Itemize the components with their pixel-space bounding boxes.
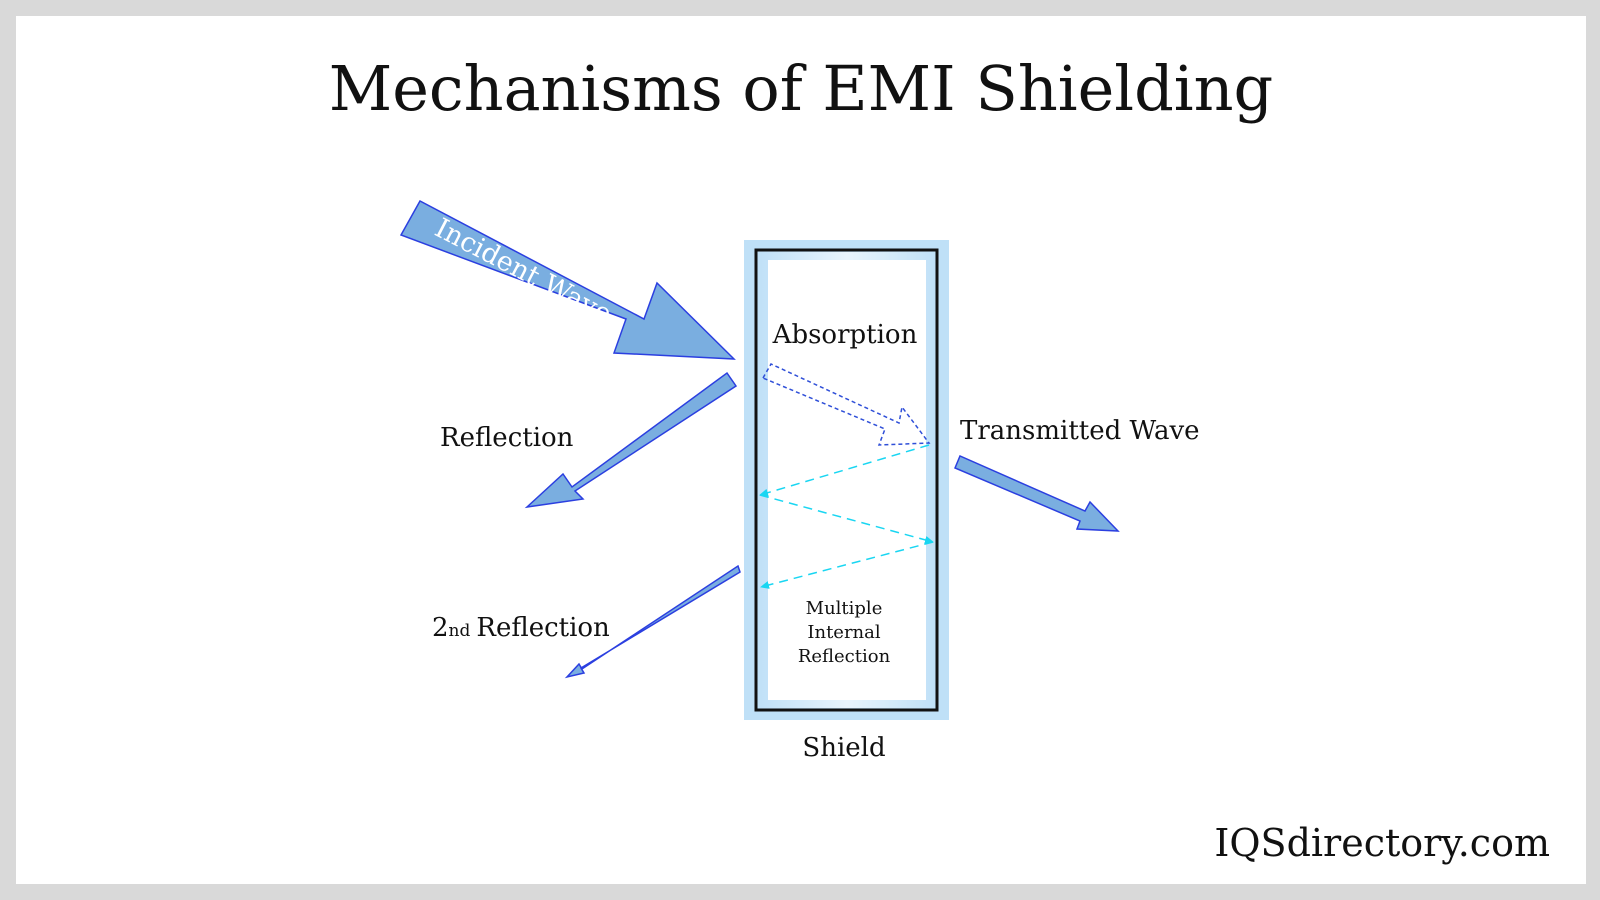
absorption-dashed-arrow [761,363,931,446]
incident-wave-arrow: Incident Wave [399,199,736,360]
absorption-label: Absorption [772,320,918,350]
multiple-internal-reflection-line3: Reflection [798,646,891,667]
second-reflection-arrow [564,564,741,679]
transmitted-wave-label: Transmitted Wave [960,416,1200,446]
incident-arrow-shape [399,199,736,360]
incident-wave-label: Incident Wave [430,213,617,330]
diagram-title: Mechanisms of EMI Shielding [329,52,1274,125]
shield-label: Shield [802,733,885,763]
multiple-internal-reflection-line2: Internal [807,622,881,643]
reflection-label: Reflection [440,423,574,453]
diagram-frame: Mechanisms of EMI Shielding Incident Wav… [16,16,1586,884]
shield [744,240,949,720]
second-reflection-ordinal: 2 [432,613,449,643]
transmitted-wave-arrow [954,455,1120,532]
emi-shielding-diagram: Mechanisms of EMI Shielding Incident Wav… [329,52,1550,865]
reflection-arrow [524,371,738,509]
second-reflection-suffix: nd [449,621,471,641]
shield-core [768,260,926,700]
multiple-internal-reflection-line1: Multiple [806,598,883,619]
watermark: IQSdirectory.com [1214,821,1550,865]
second-reflection-text: Reflection [476,613,610,643]
shield-border [754,248,939,712]
